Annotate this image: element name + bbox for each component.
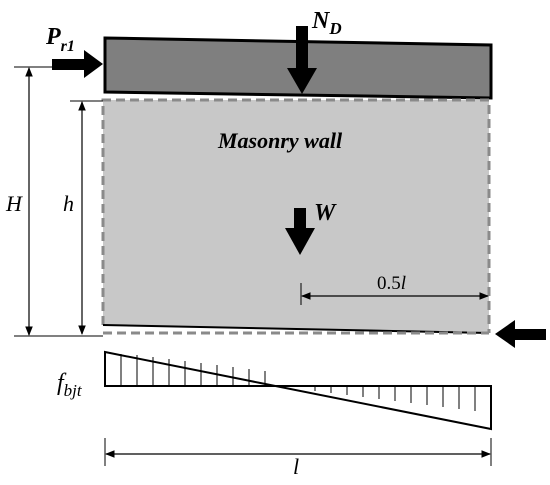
axial-load-arrow (287, 26, 317, 94)
length-label: l (293, 454, 299, 479)
half-length-dimension (300, 283, 489, 305)
wall-dashed-outline (101, 98, 491, 333)
weight-arrow (285, 208, 315, 255)
wall-label: Masonry wall (217, 128, 343, 153)
height-dimension-h (70, 100, 103, 335)
half-length-label: 0.5l (377, 273, 406, 294)
lateral-load-label: Pr1 (45, 24, 75, 55)
wall-base-line (102, 324, 490, 334)
total-height-label: H (5, 191, 23, 216)
weight-label: W (314, 200, 337, 226)
lateral-load-arrow (52, 50, 103, 78)
axial-load-label: ND (311, 8, 342, 38)
length-dimension (104, 438, 492, 466)
reaction-arrow (495, 320, 546, 348)
stress-distribution (104, 350, 492, 431)
wall-height-label: h (63, 191, 74, 216)
stress-label: fbjt (57, 370, 83, 400)
height-dimension-H (14, 66, 103, 337)
